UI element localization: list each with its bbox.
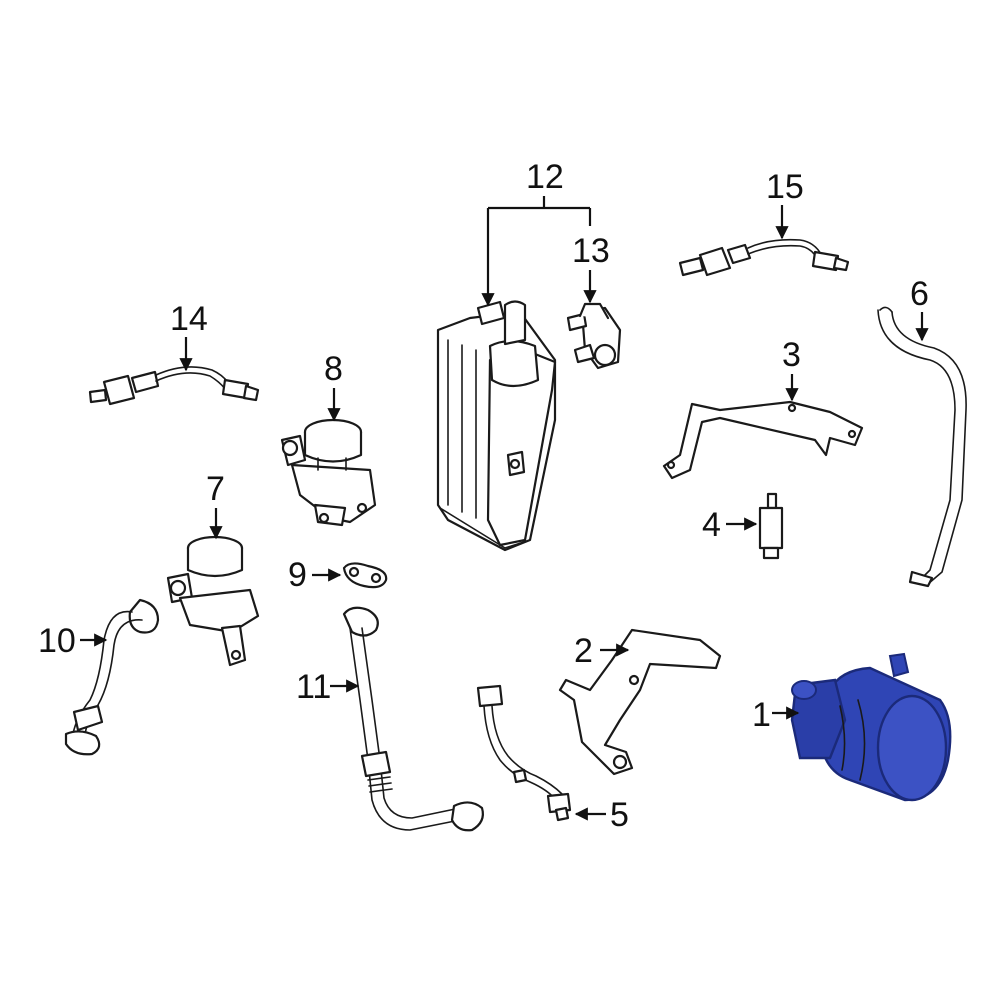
part-15-oxygen-sensor[interactable] xyxy=(678,238,850,277)
callout-9: 9 xyxy=(288,556,307,594)
part-6-hose[interactable] xyxy=(877,306,967,588)
part-11-air-pipe[interactable] xyxy=(342,606,484,832)
callout-14: 14 xyxy=(170,300,208,338)
callout-6: 6 xyxy=(910,275,929,313)
callout-5: 5 xyxy=(610,796,629,834)
callout-7: 7 xyxy=(206,470,225,508)
callout-3: 3 xyxy=(782,336,801,374)
part-4-connector[interactable] xyxy=(758,492,784,560)
part-5-harness[interactable] xyxy=(476,684,572,822)
part-7-check-valve[interactable] xyxy=(166,535,260,667)
callout-15: 15 xyxy=(766,168,804,206)
part-10-air-pipe[interactable] xyxy=(64,598,160,756)
part-12-charcoal-canister[interactable] xyxy=(436,300,557,552)
callout-4: 4 xyxy=(702,506,721,544)
part-1-air-pump[interactable] xyxy=(790,652,952,802)
callout-8: 8 xyxy=(324,350,343,388)
leader-12-bracket xyxy=(488,196,590,210)
part-9-gasket[interactable] xyxy=(342,562,388,589)
pump-inlet xyxy=(791,680,817,700)
callout-13: 13 xyxy=(572,232,610,270)
callout-12: 12 xyxy=(526,158,564,196)
callout-1: 1 xyxy=(752,696,771,734)
part-13-purge-valve[interactable] xyxy=(566,302,622,370)
callout-10: 10 xyxy=(38,622,76,660)
part-8-check-valve[interactable] xyxy=(280,418,377,527)
part-14-oxygen-sensor[interactable] xyxy=(88,366,260,406)
pump-outlet xyxy=(888,652,910,678)
callout-2: 2 xyxy=(574,632,593,670)
callout-11: 11 xyxy=(296,668,331,706)
part-3-bracket[interactable] xyxy=(662,400,864,480)
pump-end-cap xyxy=(876,694,948,802)
part-2-bracket[interactable] xyxy=(558,628,722,776)
